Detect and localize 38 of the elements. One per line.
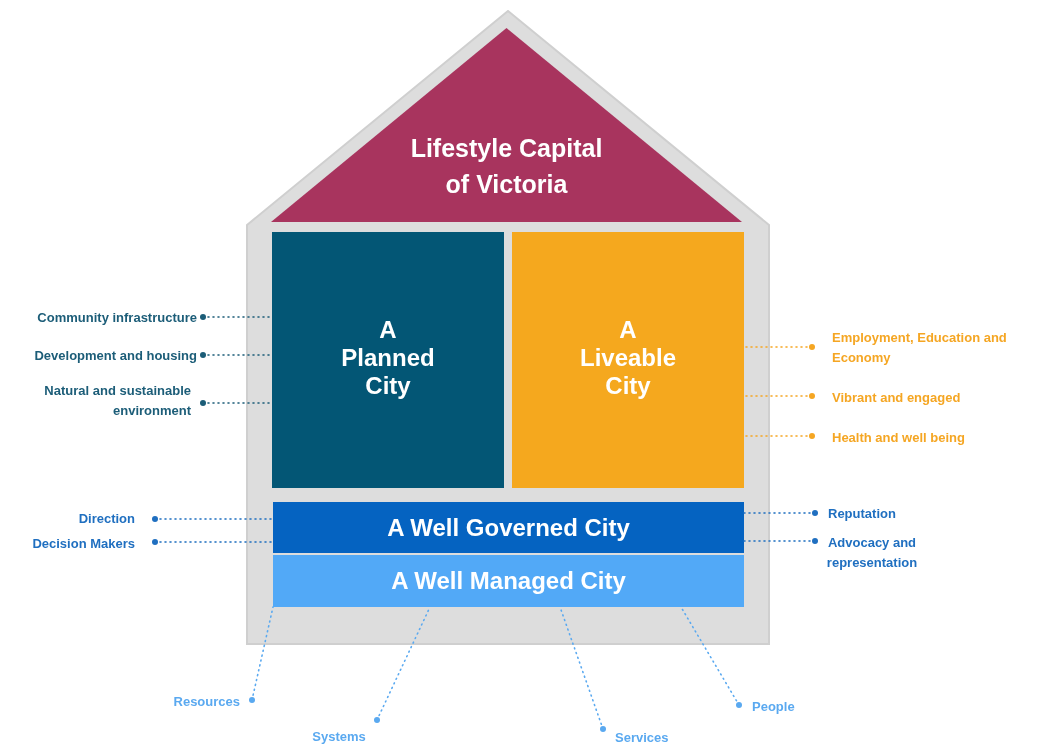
leader-label: Services [615, 728, 705, 744]
roof-triangle [271, 28, 742, 222]
leader-label: Development and housing [0, 346, 197, 366]
leader-line [200, 400, 273, 406]
leader-line [200, 352, 273, 358]
house-shape [246, 10, 770, 645]
leader-line [200, 314, 273, 320]
leader-line [743, 538, 818, 544]
box-title: A Well Governed City [387, 512, 630, 543]
leader-label: Vibrant and engaged [832, 388, 1032, 408]
leader-line [743, 433, 815, 439]
leader-line [249, 606, 274, 703]
leader-label: Reputation [828, 504, 948, 524]
leader-label: Decision Makers [0, 534, 135, 554]
box-title: A Liveable City [578, 316, 677, 400]
leader-label: Health and well being [832, 428, 1032, 448]
leader-line [152, 516, 274, 522]
roof-title: Lifestyle Capital of Victoria [409, 133, 604, 200]
leader-label: Systems [298, 727, 380, 744]
leader-line [559, 606, 606, 732]
leader-line [743, 393, 815, 399]
leader-line [743, 510, 818, 516]
band-box [273, 502, 744, 553]
band-box [273, 555, 744, 607]
pillar-box [512, 232, 744, 488]
leader-label: Employment, Education and Economy [832, 328, 1037, 368]
pillar-box [272, 232, 504, 488]
box-title: A Well Managed City [391, 566, 626, 596]
leader-label: Resources [140, 692, 240, 712]
leader-label: Advocacy and representation [822, 533, 922, 573]
box-title: A Planned City [340, 316, 436, 400]
leader-line [152, 539, 274, 545]
leader-label: Direction [30, 509, 135, 529]
leader-line [743, 344, 815, 350]
leader-label: People [752, 697, 822, 717]
leader-line [680, 606, 742, 708]
leader-label: Community infrastructure [0, 308, 197, 328]
leader-label: Natural and sustainable environment [10, 381, 191, 421]
